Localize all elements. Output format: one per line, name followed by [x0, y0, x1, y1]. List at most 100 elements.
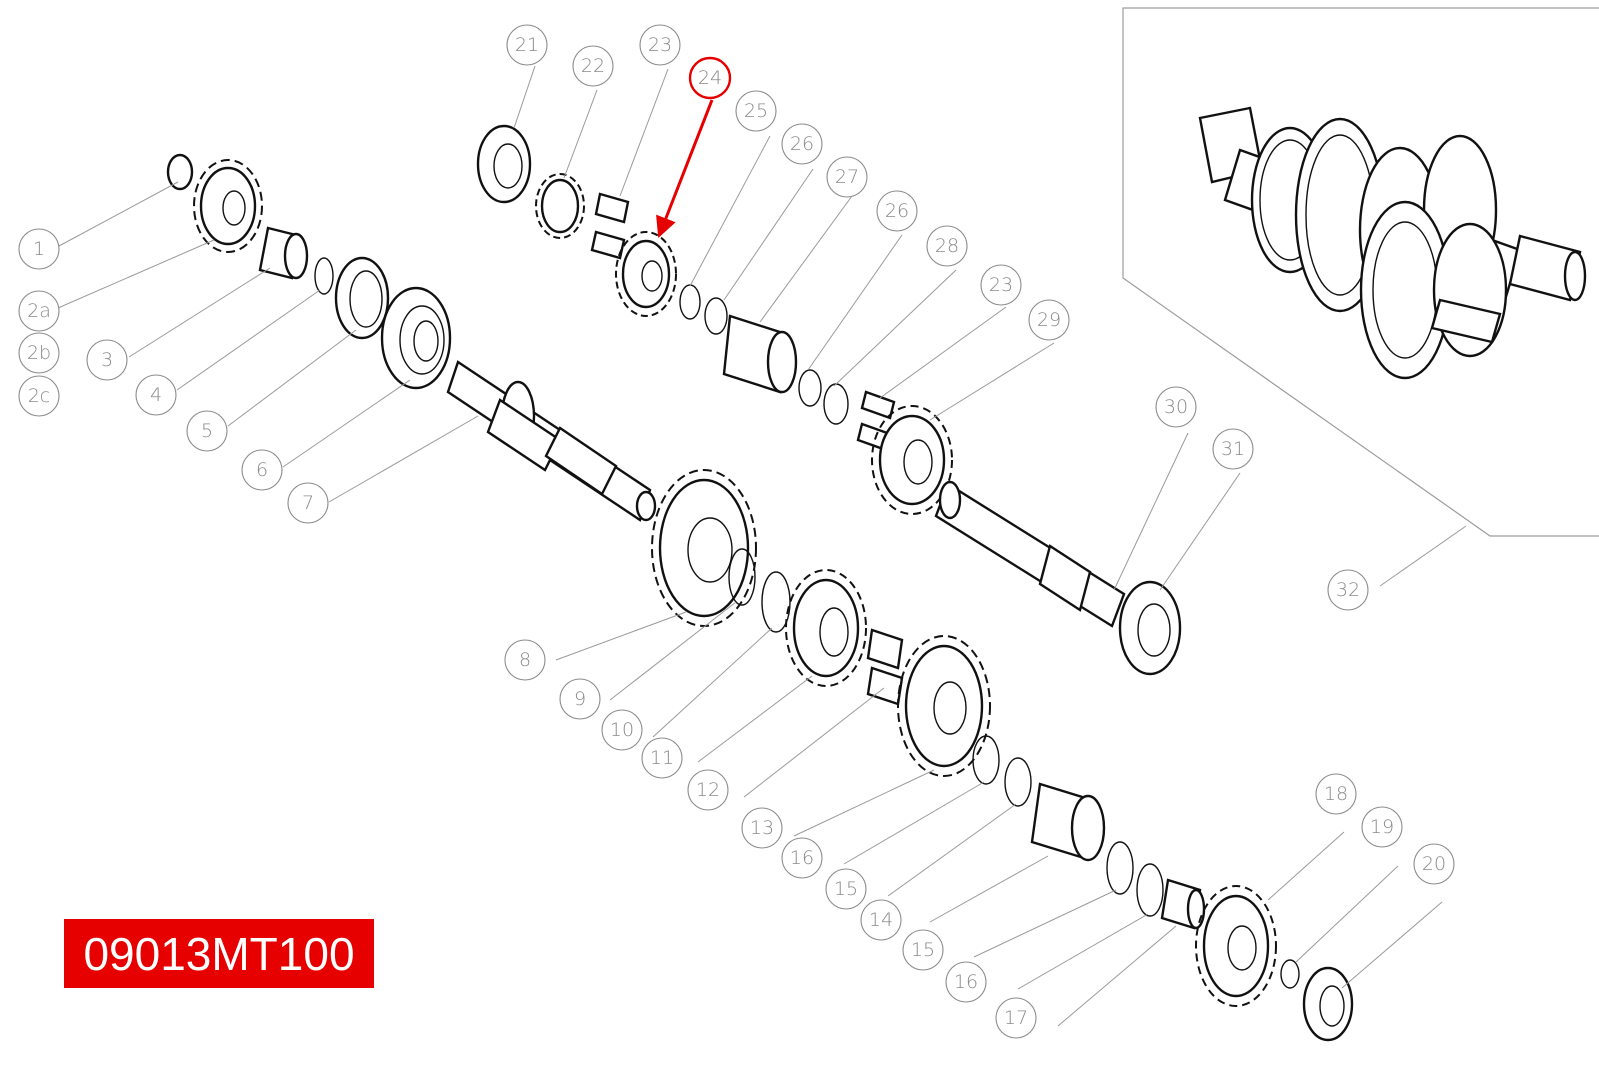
o-ring-4 — [314, 257, 334, 295]
callout-c9: 9 — [559, 678, 601, 720]
callout-number: 26 — [885, 200, 909, 222]
callout-circle — [1155, 386, 1197, 428]
callout-number: 16 — [954, 971, 978, 993]
callout-c15b: 15 — [902, 929, 944, 971]
callout-c28: 28 — [926, 225, 968, 267]
callout-number: 24 — [698, 67, 722, 89]
callout-c13: 13 — [741, 807, 783, 849]
callout-number: 32 — [1336, 579, 1360, 601]
gear-29 — [871, 405, 953, 515]
callout-circle — [687, 769, 729, 811]
callout-c25: 25 — [735, 90, 777, 132]
callout-c2c: 2c — [18, 375, 60, 417]
gear-13 — [897, 635, 991, 777]
callout-c16b: 16 — [945, 961, 987, 1003]
circlip-1 — [166, 153, 194, 191]
callout-circle — [572, 45, 614, 87]
washer-16a — [972, 735, 1000, 785]
callout-number: 31 — [1221, 438, 1245, 460]
callout-circle — [601, 709, 643, 751]
callout-circle — [926, 225, 968, 267]
callout-number: 16 — [790, 847, 814, 869]
callout-number: 28 — [935, 235, 959, 257]
callout-c31: 31 — [1212, 428, 1254, 470]
counter-shaft-30 — [934, 480, 1126, 628]
callout-circle — [781, 837, 823, 879]
callout-circle — [980, 264, 1022, 306]
callout-c21: 21 — [506, 24, 548, 66]
callout-circle — [18, 228, 60, 270]
callout-circle — [825, 868, 867, 910]
assembly-view-frame — [1122, 7, 1599, 537]
callout-circle — [506, 24, 548, 66]
callout-c15a: 15 — [825, 868, 867, 910]
callout-number: 21 — [515, 34, 539, 56]
callout-number: 11 — [650, 747, 674, 769]
spacer-3 — [258, 226, 309, 280]
callout-circle — [86, 339, 128, 381]
callout-c19: 19 — [1361, 806, 1403, 848]
callout-circle — [559, 678, 601, 720]
callout-number: 7 — [302, 492, 314, 514]
circlip-10 — [761, 571, 791, 633]
callout-number: 20 — [1422, 853, 1446, 875]
callout-circle — [781, 123, 823, 165]
callout-circle — [1315, 773, 1357, 815]
bearing-20 — [1302, 966, 1354, 1042]
thrust-washer-19 — [1280, 959, 1300, 989]
callout-number: 1 — [33, 238, 45, 260]
bearing-21 — [476, 124, 532, 204]
counter-shaft-parts — [476, 124, 1182, 676]
leader-lines — [57, 65, 1467, 1027]
washer-16b — [1136, 863, 1164, 917]
callout-number: 12 — [696, 779, 720, 801]
callout-c26a: 26 — [781, 123, 823, 165]
callout-circle — [18, 332, 60, 374]
callout-number: 3 — [101, 349, 113, 371]
callout-c11: 11 — [641, 737, 683, 779]
callout-number: 2c — [28, 385, 51, 407]
callout-c23a: 23 — [639, 24, 681, 66]
callout-circle — [504, 639, 546, 681]
callout-c5: 5 — [186, 410, 228, 452]
callout-number: 23 — [648, 34, 672, 56]
callout-circle — [1212, 428, 1254, 470]
callout-number: 6 — [256, 459, 268, 481]
callout-number: 2a — [27, 300, 51, 322]
bearing-6 — [380, 286, 452, 390]
needle-bearing-17 — [1160, 878, 1206, 930]
callout-number: 8 — [519, 649, 531, 671]
shift-gear-14 — [1030, 782, 1106, 862]
callout-circle — [135, 374, 177, 416]
callout-c7: 7 — [287, 482, 329, 524]
part-number-badge: 09013MT100 — [64, 919, 374, 988]
callout-c4: 4 — [135, 374, 177, 416]
callout-number: 2b — [27, 342, 51, 364]
callout-number: 19 — [1370, 816, 1394, 838]
callout-c30: 30 — [1155, 386, 1197, 428]
assembled-transmission-illustration — [1198, 106, 1587, 380]
callout-circle — [641, 737, 683, 779]
callout-c8: 8 — [504, 639, 546, 681]
callout-number: 13 — [750, 817, 774, 839]
callout-number: 23 — [989, 274, 1013, 296]
callout-circle — [639, 24, 681, 66]
callout-c12: 12 — [687, 769, 729, 811]
callout-circle — [1028, 299, 1070, 341]
shift-gear-27 — [722, 314, 798, 394]
callout-number: 26 — [790, 133, 814, 155]
callout-circle — [945, 961, 987, 1003]
gear-24 — [615, 231, 677, 317]
needle-bearing-23a — [590, 192, 630, 260]
callout-number: 4 — [150, 384, 162, 406]
washer-26a — [704, 297, 728, 335]
gear-11 — [785, 569, 867, 687]
callout-number: 18 — [1324, 783, 1348, 805]
callout-c24: 24 — [688, 56, 732, 100]
callout-c29: 29 — [1028, 299, 1070, 341]
callout-c14: 14 — [860, 899, 902, 941]
callout-c1: 1 — [18, 228, 60, 270]
callout-circle — [241, 449, 283, 491]
bearing-31 — [1118, 580, 1182, 676]
